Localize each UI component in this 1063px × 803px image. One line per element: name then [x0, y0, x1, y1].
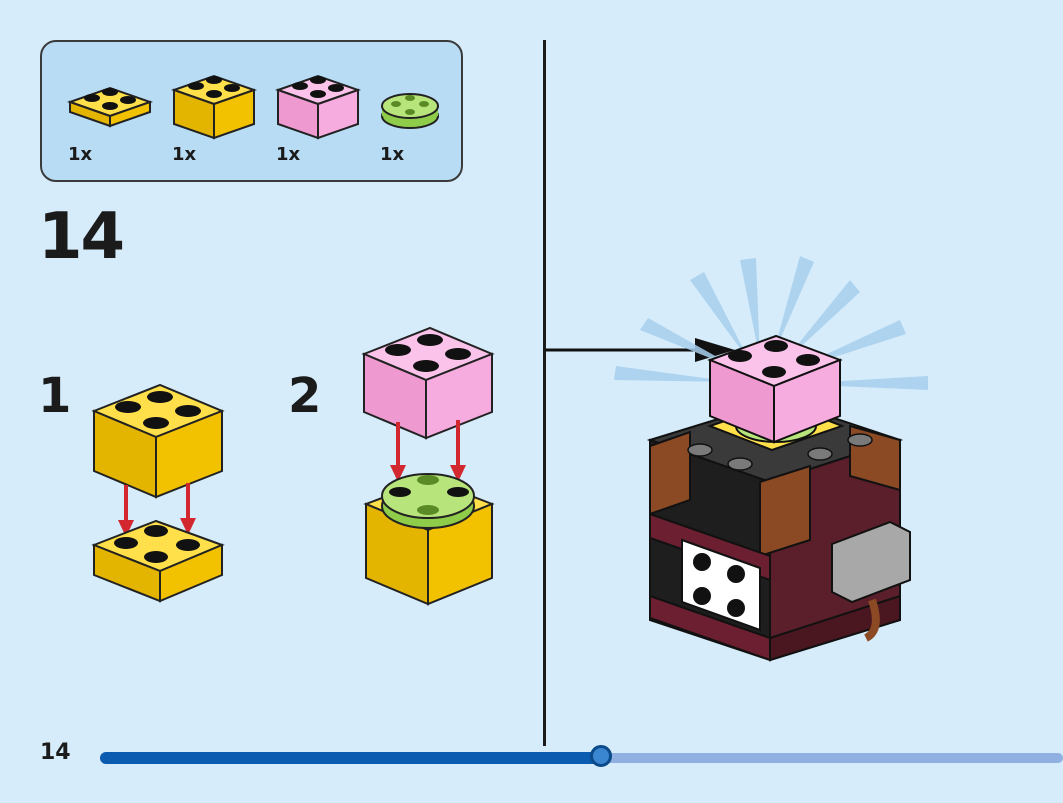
- part-yellow-plate: 1x: [64, 60, 154, 180]
- substep-label-1: 1: [38, 368, 72, 424]
- yellow-brick-icon: [170, 74, 258, 140]
- assembled-model-illustration: [614, 256, 928, 662]
- progress-knob[interactable]: [589, 745, 612, 767]
- part-qty: 1x: [380, 144, 405, 165]
- substep-label-2: 2: [288, 368, 322, 424]
- lime-round-plate-icon: [381, 93, 439, 129]
- part-lime-round-plate: 1x: [376, 60, 466, 180]
- page-number: 14: [40, 740, 71, 765]
- part-qty: 1x: [68, 144, 93, 165]
- part-qty: 1x: [172, 144, 197, 165]
- yellow-plate-icon: [66, 86, 154, 128]
- substep-2-illustration: [361, 326, 495, 606]
- parts-callout: 1x 1x 1x: [40, 40, 463, 182]
- pink-brick-icon: [274, 74, 362, 140]
- progress-fill: [100, 752, 601, 764]
- part-pink-brick: 1x: [272, 60, 362, 180]
- part-qty: 1x: [276, 144, 301, 165]
- page-divider: [543, 40, 546, 746]
- part-yellow-brick: 1x: [168, 60, 258, 180]
- progress-bar: [100, 745, 1063, 767]
- step-number: 14: [38, 200, 125, 274]
- substep-1-illustration: [91, 383, 225, 603]
